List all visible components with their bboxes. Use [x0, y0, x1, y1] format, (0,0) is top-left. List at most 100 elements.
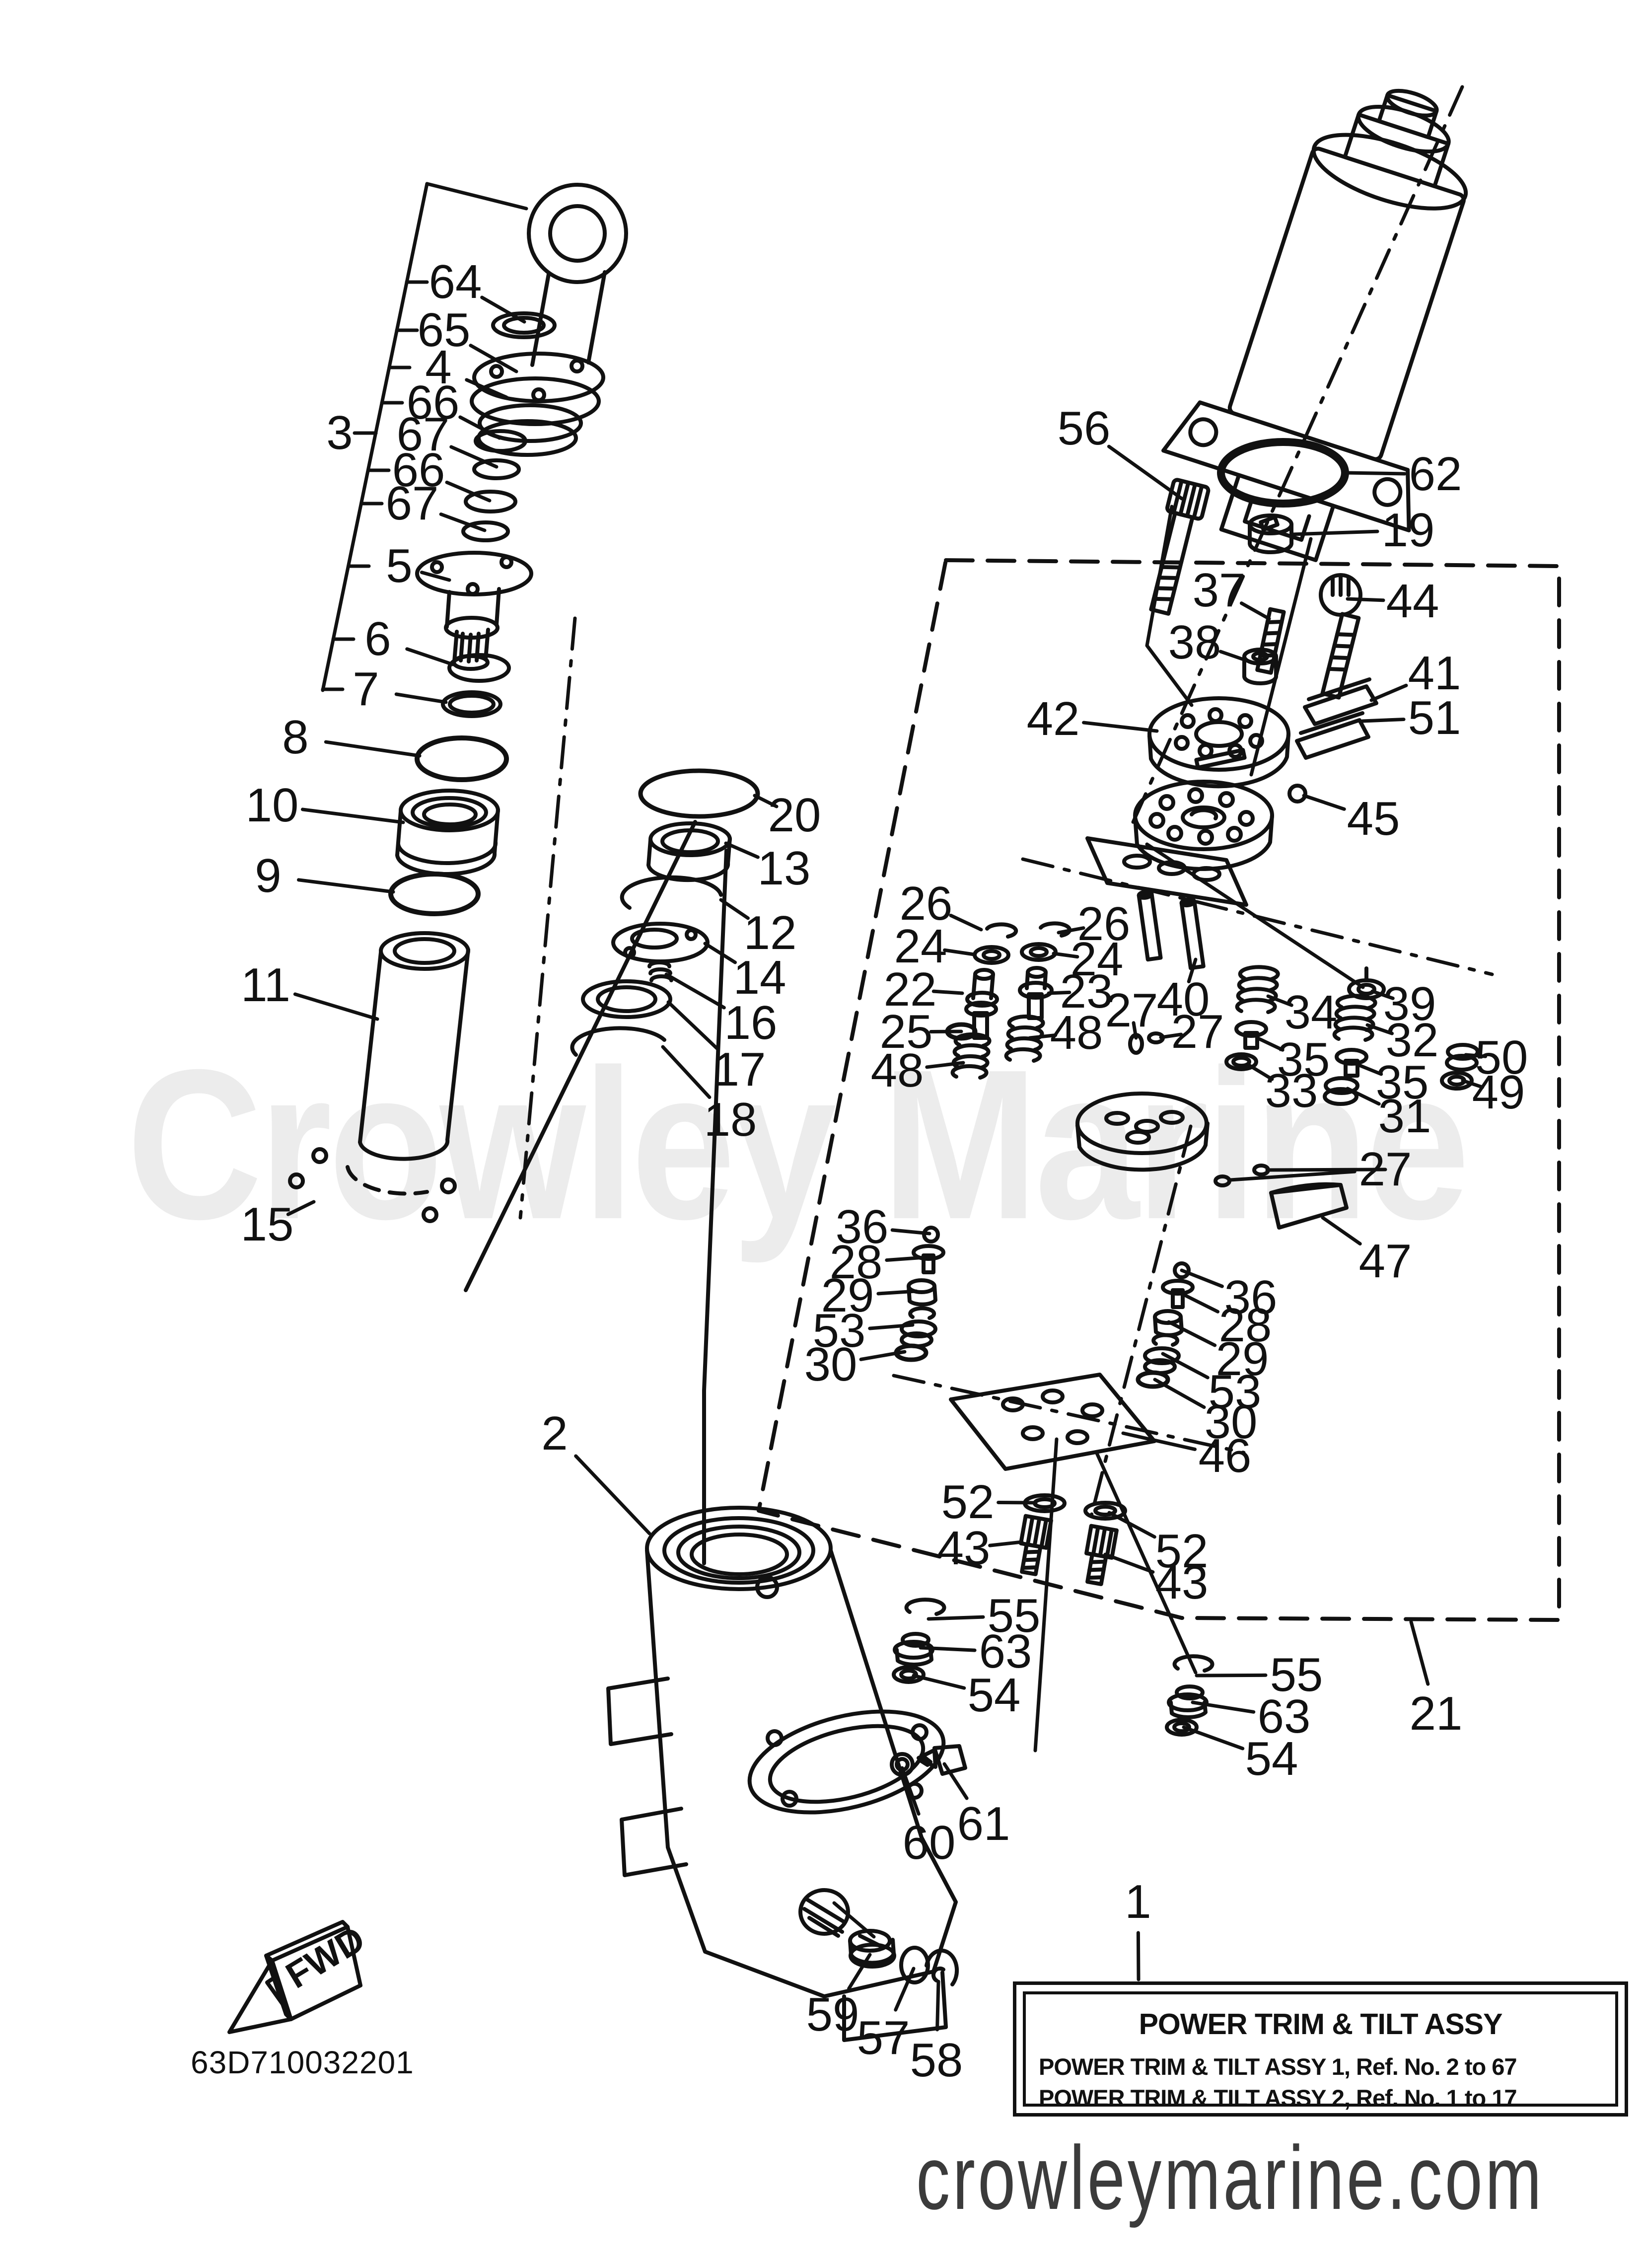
callout-52: 52 [1155, 1525, 1209, 1578]
trim-cylinder-body [606, 1506, 958, 2042]
fwd-arrow: FWD [227, 1918, 372, 2034]
callout-62: 62 [1409, 447, 1462, 501]
callout-32: 32 [1385, 1014, 1439, 1067]
callout-38: 38 [1168, 616, 1221, 669]
callout-30: 30 [1204, 1395, 1258, 1449]
relief-valve-columns [894, 1226, 1195, 1389]
legend-row-2: POWER TRIM & TILT ASSY 2, Ref. No. 1 to … [1039, 2085, 1517, 2112]
footer-url: crowleymarine.com [916, 2127, 1544, 2228]
callout-36: 36 [1224, 1271, 1278, 1324]
callout-36: 36 [835, 1200, 889, 1253]
callout-67: 67 [385, 477, 439, 530]
callout-24: 24 [1070, 933, 1124, 986]
callout-63: 63 [979, 1625, 1032, 1678]
lower-manifold-group [892, 1092, 1214, 1753]
callout-53: 53 [812, 1304, 866, 1357]
callout-43: 43 [1155, 1556, 1209, 1609]
callout-27: 27 [1105, 984, 1158, 1037]
callout-51: 51 [1408, 691, 1461, 744]
motor-drawing [1161, 88, 1468, 562]
callout-52: 52 [941, 1475, 995, 1529]
legend-inner-border: POWER TRIM & TILT ASSY POWER TRIM & TILT… [1023, 1991, 1618, 2111]
center-lines [518, 85, 1494, 1518]
callout-48: 48 [870, 1044, 924, 1097]
leader-lines [286, 295, 1488, 2032]
callout-1: 1 [1125, 1875, 1151, 1928]
callout-28: 28 [829, 1236, 883, 1289]
callout-12: 12 [743, 906, 797, 959]
callout-11: 11 [241, 958, 290, 1012]
tilt-ram-assembly [288, 183, 628, 1223]
valve-parts [945, 921, 1480, 1230]
callout-5: 5 [386, 539, 413, 592]
legend-box: POWER TRIM & TILT ASSY POWER TRIM & TILT… [1013, 1981, 1628, 2117]
callout-54: 54 [967, 1669, 1021, 1722]
callout-66: 66 [392, 443, 445, 497]
callout-35: 35 [1375, 1056, 1429, 1109]
callout-59: 59 [806, 1988, 859, 2041]
callout-27: 27 [1171, 1005, 1224, 1058]
callout-55: 55 [1270, 1648, 1323, 1701]
callout-15: 15 [240, 1198, 294, 1251]
drawing-number: 63D710032201 [191, 2045, 414, 2080]
callout-31: 31 [1378, 1090, 1431, 1143]
callout-26: 26 [899, 877, 953, 930]
callout-43: 43 [937, 1522, 991, 1575]
callout-10: 10 [245, 779, 299, 832]
legend-row-1: POWER TRIM & TILT ASSY 1, Ref. No. 2 to … [1039, 2053, 1517, 2080]
legend-title: POWER TRIM & TILT ASSY [1139, 2008, 1503, 2041]
callout-39: 39 [1383, 977, 1436, 1030]
callout-20: 20 [768, 789, 821, 842]
callout-61: 61 [957, 1797, 1010, 1850]
callout-40: 40 [1156, 973, 1210, 1026]
callout-53: 53 [1208, 1365, 1262, 1418]
callout-34: 34 [1284, 986, 1338, 1039]
callout-49: 49 [1472, 1066, 1525, 1119]
callout-25: 25 [879, 1005, 933, 1058]
callout-46: 46 [1198, 1429, 1252, 1482]
pump-group [1085, 573, 1378, 989]
callout-66: 66 [406, 376, 460, 429]
callout-47: 47 [1358, 1235, 1412, 1288]
callout-56: 56 [1057, 402, 1111, 455]
callout-41: 41 [1408, 647, 1461, 700]
rod-seal-stack [464, 768, 760, 1565]
watermark-text: Crowley Marine [127, 1025, 1470, 1264]
callout-44: 44 [1386, 575, 1439, 628]
callout-8: 8 [282, 711, 309, 764]
callout-17: 17 [713, 1043, 766, 1096]
callout-13: 13 [757, 842, 811, 895]
callout-7: 7 [353, 662, 379, 716]
callout-30: 30 [804, 1338, 857, 1391]
callout-4: 4 [425, 341, 452, 394]
callout-60: 60 [902, 1816, 956, 1869]
callout-50: 50 [1475, 1031, 1528, 1084]
callout-35: 35 [1277, 1033, 1330, 1086]
callout-57: 57 [857, 2011, 910, 2064]
callout-6: 6 [364, 612, 391, 665]
callout-37: 37 [1192, 564, 1246, 617]
callout-45: 45 [1347, 792, 1400, 845]
callout-9: 9 [255, 849, 282, 902]
callout-29: 29 [1215, 1332, 1269, 1386]
callout-29: 29 [821, 1269, 874, 1322]
callout-26: 26 [1077, 897, 1131, 951]
callout-22: 22 [883, 963, 937, 1016]
callout-33: 33 [1265, 1064, 1318, 1117]
callout-19: 19 [1381, 504, 1435, 557]
bracket-line-3 [321, 182, 528, 692]
callout-65: 65 [417, 303, 471, 357]
cylinder-plug-parts [848, 1744, 967, 1986]
callout-64: 64 [428, 255, 482, 308]
callout-23: 23 [1060, 965, 1113, 1018]
callout-58: 58 [910, 2034, 963, 2087]
callout-21: 21 [1409, 1687, 1463, 1740]
callout-16: 16 [724, 996, 778, 1049]
callout-14: 14 [733, 951, 786, 1004]
callout-18: 18 [704, 1093, 757, 1146]
callout-48: 48 [1050, 1006, 1103, 1059]
callout-3: 3 [326, 406, 353, 459]
callout-55: 55 [987, 1589, 1041, 1642]
